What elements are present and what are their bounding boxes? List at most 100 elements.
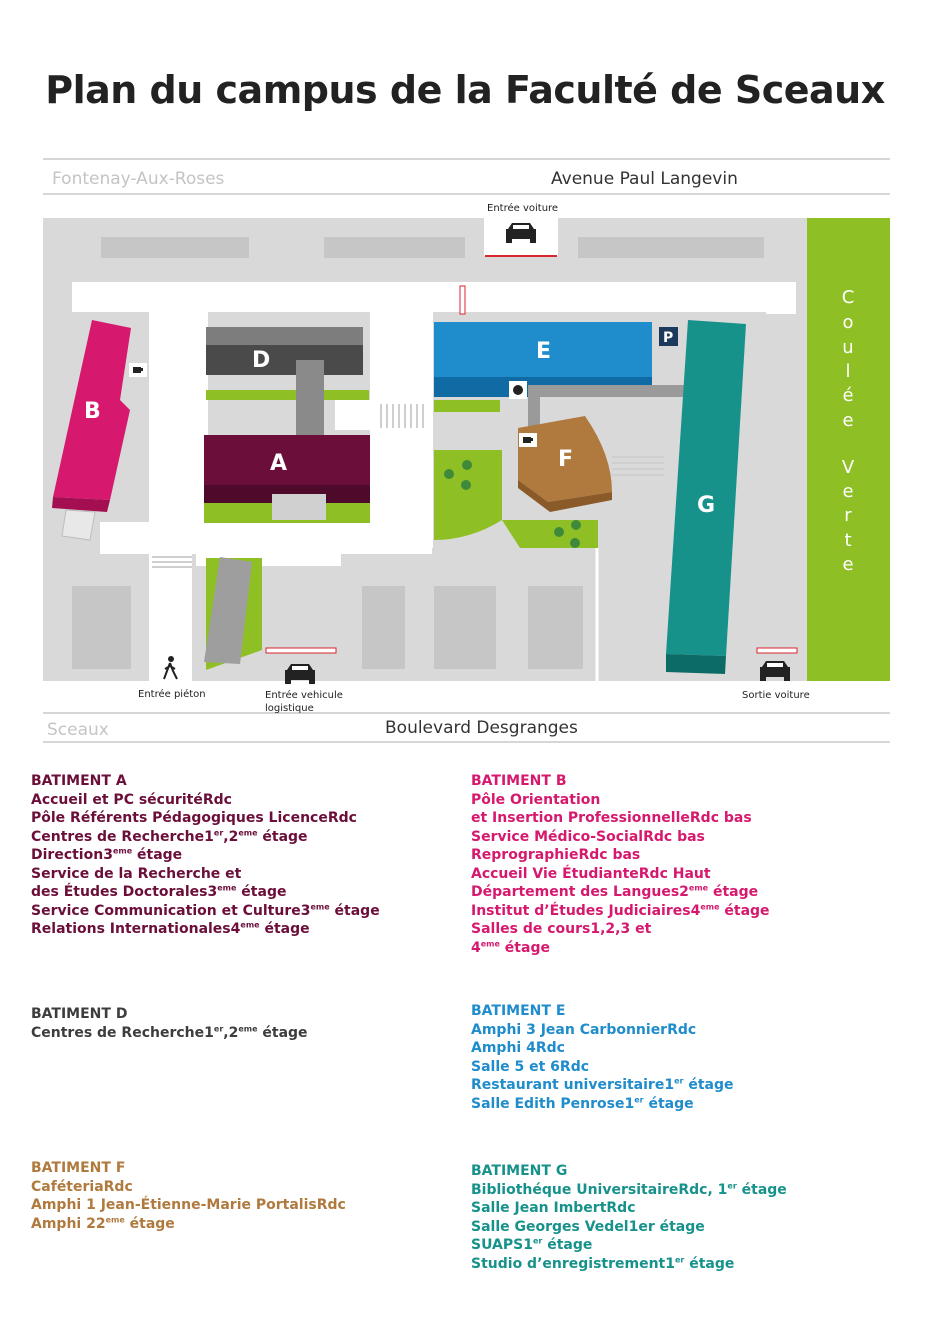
legend-row: Bibliothéque UniversitaireRdc, 1er étage — [471, 1181, 911, 1200]
legend-row: Pôle Référents Pédagogiques LicenceRdc — [31, 809, 461, 828]
legend-row-name: Centres de Recherche — [31, 1024, 205, 1041]
legend-row: Relations Internationales4eme étage — [31, 920, 461, 939]
legend-row-name: des Études Doctorales — [31, 884, 208, 900]
legend-row-floor: Rdc Haut — [638, 865, 711, 882]
building-f[interactable]: F — [518, 416, 612, 512]
coulee-verte — [807, 218, 890, 681]
parking-icon — [659, 327, 678, 346]
floor-part: étage — [643, 1095, 694, 1112]
legend-row-name: Direction — [31, 847, 104, 863]
logistics-building — [204, 557, 252, 664]
floor-part: étage — [736, 1181, 787, 1198]
floor-part: étage — [329, 902, 380, 919]
legend-row-name: Reprographie — [471, 847, 579, 863]
floor-part: eme — [112, 846, 133, 856]
floor-part: eme — [240, 920, 260, 930]
floor-part: 1 — [665, 1255, 675, 1272]
legend-heading: BATIMENT A — [31, 773, 127, 789]
legend-row-floor: 4eme étage — [690, 902, 770, 919]
page-title: Plan du campus de la Faculté de Sceaux — [45, 68, 885, 112]
floor-part: er — [674, 1076, 684, 1086]
legend-row-name: Bibliothéque Universitaire — [471, 1181, 679, 1198]
coulee-verte-letter: e — [842, 410, 853, 431]
floor-part: er — [532, 1236, 543, 1246]
coffee-icon-f — [519, 433, 537, 447]
building-a[interactable]: A — [204, 435, 370, 520]
label-entree-vehicule: Entrée vehicule — [265, 689, 343, 701]
legend-row: Salle Georges Vedel1er étage — [471, 1218, 911, 1237]
street-fontenay: Fontenay-Aux-Roses — [52, 169, 225, 189]
legend-heading: BATIMENT B — [471, 773, 567, 789]
floor-part: eme — [105, 1214, 125, 1224]
floor-part: eme — [688, 883, 709, 893]
legend-row-name: Service Médico-Social — [471, 828, 644, 845]
floor-part: 4 — [690, 902, 701, 919]
floor-part: eme — [217, 883, 237, 893]
legend-row-name: Studio d’enregistrement — [471, 1255, 666, 1272]
legend-row-floor: Rdc, 1er étage — [678, 1181, 787, 1198]
legend-row: Institut d’Études Judiciaires4eme étage — [471, 902, 911, 921]
floor-part: étage — [236, 884, 287, 900]
legend-row-floor: Rdc — [103, 1178, 133, 1195]
legend-row-name: Amphi 2 — [31, 1215, 96, 1232]
floor-part: er — [634, 1094, 644, 1104]
legend-row-name: Institut d’Études Judiciaires — [471, 902, 691, 919]
floor-part: ,2 — [223, 828, 239, 845]
legend-row: Amphi 4Rdc — [471, 1039, 911, 1058]
legend-row-floor: Rdc — [559, 1058, 590, 1075]
legend-row: Restaurant universitaire1er étage — [471, 1076, 911, 1095]
building-d[interactable]: D — [206, 327, 363, 375]
coulee-verte-letter: e — [842, 554, 853, 575]
legend-row-name: SUAPS — [471, 1237, 524, 1253]
legend-row-floor: 1er étage — [664, 1077, 733, 1093]
floor-part: Rdc, 1 — [678, 1181, 728, 1198]
floor-part: er — [675, 1254, 685, 1264]
legend-row-name: Relations Internationales — [31, 921, 231, 937]
floor-part: 2 — [95, 1215, 106, 1232]
floor-part: étage — [132, 847, 183, 863]
legend-row-floor: Rdc bas — [689, 810, 752, 826]
legend-row-name: Accueil et PC sécurité — [31, 791, 203, 808]
floor-part: étage — [719, 902, 770, 919]
legend-row-name: Pôle Orientation — [471, 791, 601, 808]
legend-heading: BATIMENT F — [31, 1160, 126, 1176]
car-icon-exit — [760, 661, 790, 681]
coulee-verte-letter: r — [844, 505, 852, 526]
building-b[interactable]: B — [52, 320, 131, 541]
building-d-label: D — [252, 348, 270, 373]
floor-part: étage — [683, 1077, 734, 1093]
legend-row: SUAPS1er étage — [471, 1236, 911, 1255]
legend-row-floor: Rdc — [606, 1200, 636, 1216]
floor-part: ,2 — [223, 1024, 239, 1041]
legend-heading: BATIMENT D — [31, 1006, 128, 1022]
floor-part: étage — [708, 884, 759, 900]
floor-part: 1 — [204, 1024, 214, 1041]
legend-row-name: Service de la Recherche et — [31, 865, 242, 882]
floor-part: 1 — [523, 1237, 533, 1253]
street-avenue-paul-langevin: Avenue Paul Langevin — [551, 169, 738, 189]
legend-row-name: Caféteria — [31, 1178, 104, 1195]
legend-row-floor: 1er étage — [665, 1254, 735, 1272]
legend-row: des Études Doctorales3eme étage — [31, 883, 461, 902]
legend-row-floor: Rdc bas — [643, 828, 705, 845]
floor-part: étage — [684, 1255, 735, 1272]
legend-row-floor: 1er,2eme étage — [204, 828, 307, 845]
building-g-label: G — [697, 493, 715, 518]
legend-row-name: Accueil Vie Étudiante — [471, 865, 639, 882]
building-a-label: A — [270, 451, 287, 476]
legend-row-name: Salle Edith Penrose — [471, 1095, 625, 1112]
legend-row-name: Salle 5 et 6 — [471, 1058, 560, 1075]
floor-part: 2 — [679, 884, 689, 900]
legend-row-floor: 2eme étage — [95, 1214, 175, 1232]
legend-row: Salle Jean ImbertRdc — [471, 1199, 911, 1218]
legend-row: Centres de Recherche1er,2eme étage — [31, 1024, 461, 1043]
building-g[interactable]: G — [666, 320, 746, 674]
legend-row-floor: Rdc — [667, 1021, 697, 1038]
floor-part: 4 — [471, 939, 481, 956]
floor-part: eme — [480, 938, 500, 948]
legend-row: Amphi 3 Jean CarbonnierRdc — [471, 1021, 911, 1040]
coulee-verte-letter: e — [842, 481, 853, 502]
legend-row-name: et Insertion Professionnelle — [471, 810, 690, 826]
legend-row-floor: Rdc — [535, 1040, 565, 1056]
